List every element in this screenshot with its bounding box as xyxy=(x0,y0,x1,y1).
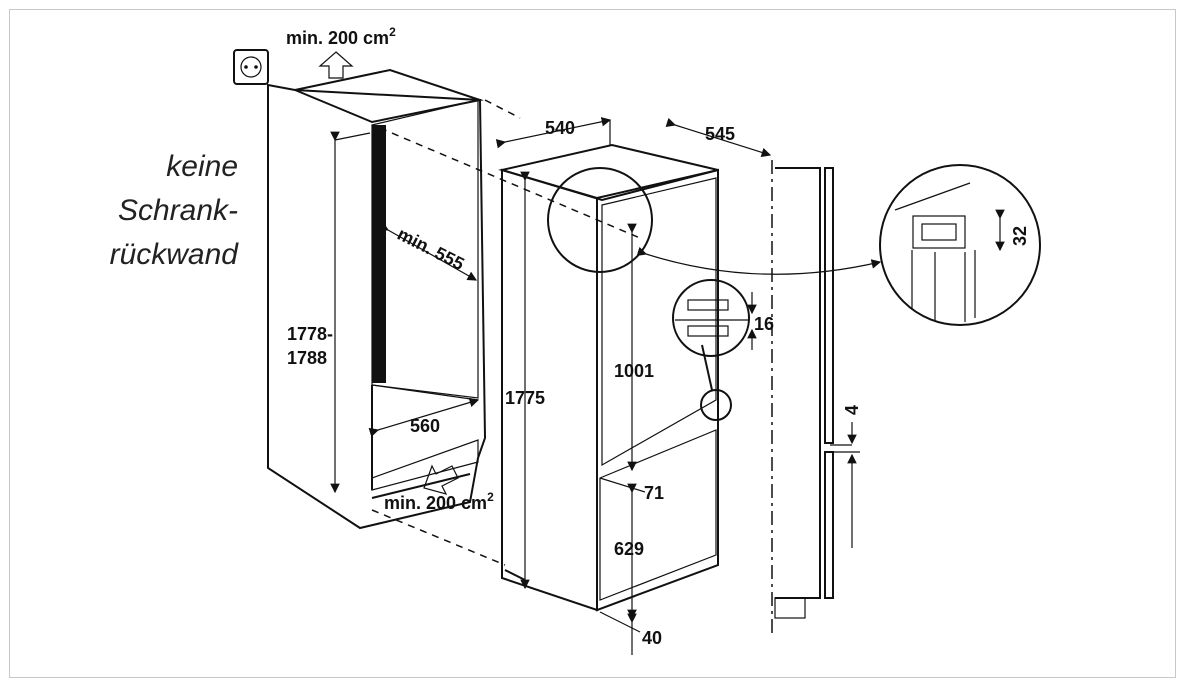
note-line-1: keine xyxy=(166,150,238,183)
depth-545-label: 545 xyxy=(705,124,735,144)
hinge-circle xyxy=(700,389,732,421)
bottom-40-label: 40 xyxy=(642,628,662,648)
note-line-2: Schrank- xyxy=(118,194,238,227)
top-gap-32-label: 32 xyxy=(1010,226,1030,246)
arrow-diagonal-icon xyxy=(423,464,459,495)
vent-top-label: min. 200 cm2 xyxy=(286,25,396,48)
side-profile xyxy=(774,167,860,619)
niche-depth-label: min. 555 xyxy=(394,224,467,275)
niche-height-label-1: 1778- xyxy=(287,324,333,344)
gap-71-label: 71 xyxy=(644,483,664,503)
power-socket-icon xyxy=(233,49,269,85)
note-line-3: rückwand xyxy=(110,238,240,271)
niche-height-label-2: 1788 xyxy=(287,348,327,368)
depth-540-label: 540 xyxy=(545,118,575,138)
upper-door-label: 1001 xyxy=(614,361,654,381)
door-offset-4-label: 4 xyxy=(842,405,862,415)
niche-width-label: 560 xyxy=(410,416,440,436)
hinge-detail xyxy=(672,279,757,357)
top-detail-circle xyxy=(547,167,653,273)
lower-door-label: 629 xyxy=(614,539,644,559)
arrow-up-icon xyxy=(318,51,354,79)
hinge-16-label: 16 xyxy=(754,314,774,334)
zoom-detail xyxy=(879,164,1041,326)
niche-cabinet xyxy=(267,68,487,530)
appliance-body xyxy=(498,143,719,612)
height-1775-label: 1775 xyxy=(505,388,545,408)
vent-bottom-label: min. 200 cm2 xyxy=(384,490,494,513)
